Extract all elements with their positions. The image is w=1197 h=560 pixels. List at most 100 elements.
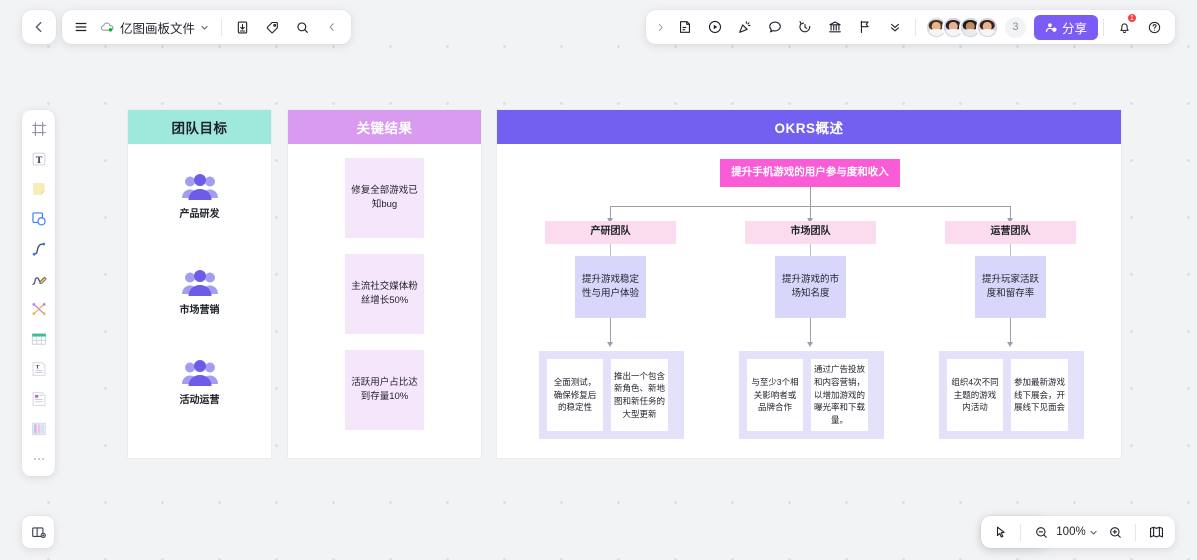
edge-team1-obj: [610, 244, 611, 256]
document-toolbar[interactable]: 亿图画板文件: [62, 10, 352, 44]
collaborator-overflow-count[interactable]: 3: [1004, 16, 1026, 38]
key-result-card[interactable]: 主流社交媒体粉丝增长50%: [345, 254, 424, 334]
hamburger-menu-icon: [75, 22, 87, 32]
presentation-button[interactable]: [700, 12, 730, 42]
toolbar-divider: [914, 18, 916, 36]
okr-leaf-group[interactable]: 全面测试，确保修复后的稳定性 推出一个包含新角色、新地图和新任务的大型更新: [539, 351, 684, 439]
text-tool-button[interactable]: T: [26, 146, 51, 171]
okr-objective-node[interactable]: 提升游戏的市场知名度: [775, 256, 846, 318]
download-icon: [237, 21, 247, 33]
okr-leaf[interactable]: 组织4次不同主题的游戏内活动: [947, 359, 1003, 431]
key-result-card[interactable]: 活跃用户占比达到存量10%: [345, 350, 424, 430]
collaboration-toolbar[interactable]: 3 分享 1: [645, 10, 1175, 44]
search-button[interactable]: [287, 12, 317, 42]
cloud-saved-icon: [101, 22, 114, 31]
team-label: 活动运营: [179, 395, 220, 406]
team-item[interactable]: 市场营销: [128, 268, 271, 316]
avatar[interactable]: [975, 15, 999, 39]
collaborator-avatars[interactable]: 3: [924, 15, 1028, 39]
chevron-left-icon: [329, 23, 334, 31]
avatar[interactable]: [958, 15, 982, 39]
celebrate-button[interactable]: [730, 12, 760, 42]
shape-tool-button[interactable]: [26, 206, 51, 231]
share-user-icon: [1045, 22, 1057, 32]
toolbar-divider: [1135, 523, 1136, 541]
timer-button[interactable]: [790, 12, 820, 42]
okr-leaf[interactable]: 推出一个包含新角色、新地图和新任务的大型更新: [611, 359, 668, 431]
arrow-team-2: [807, 218, 813, 223]
frame-tool-button[interactable]: [26, 116, 51, 141]
share-button[interactable]: 分享: [1033, 14, 1098, 40]
team-label: 市场营销: [179, 305, 220, 316]
okr-root-node[interactable]: 提升手机游戏的用户参与度和收入: [720, 159, 900, 187]
okr-team-node[interactable]: 市场团队: [745, 221, 876, 244]
team-label: 产品研发: [179, 209, 220, 220]
people-icon: [181, 270, 218, 296]
pen-tool-button[interactable]: [26, 266, 51, 291]
connector-icon: [31, 302, 46, 315]
search-icon: [296, 21, 308, 33]
sticky-note-tool-button[interactable]: [26, 176, 51, 201]
text-block-icon: T: [32, 361, 45, 376]
more-collab-button[interactable]: [880, 12, 910, 42]
pen-icon: [31, 276, 47, 285]
tool-rail[interactable]: T: [22, 110, 55, 476]
connector-tool-button[interactable]: [26, 296, 51, 321]
okr-team-node[interactable]: 产研团队: [545, 221, 676, 244]
zoom-level-label[interactable]: 100%: [1056, 526, 1086, 538]
chevron-down-icon: [1089, 530, 1097, 534]
team-item[interactable]: 产品研发: [128, 172, 271, 220]
okr-leaf[interactable]: 全面测试，确保修复后的稳定性: [547, 359, 603, 431]
text-block-tool-button[interactable]: T: [26, 356, 51, 381]
notifications-button[interactable]: 1: [1109, 12, 1139, 42]
vote-button[interactable]: [820, 12, 850, 42]
zoom-dropdown-button[interactable]: [1086, 517, 1100, 547]
table-tool-button[interactable]: [26, 326, 51, 351]
layout-panel-button[interactable]: [22, 516, 54, 548]
edge-obj1-leaves: [610, 318, 611, 345]
okr-leaf-group[interactable]: 组织4次不同主题的游戏内活动 参加最新游戏线下展会，开展线下见面会: [939, 351, 1084, 439]
expand-tools-button[interactable]: [652, 12, 670, 42]
download-button[interactable]: [227, 12, 257, 42]
key-result-card[interactable]: 修复全部游戏已知bug: [345, 158, 424, 238]
more-tools-button[interactable]: [26, 446, 51, 471]
card-tool-button[interactable]: [26, 386, 51, 411]
collapse-toolbar-button[interactable]: [317, 12, 347, 42]
select-cursor-button[interactable]: [985, 517, 1015, 547]
okr-leaf[interactable]: 通过广告投放和内容营销，以增加游戏的曝光率和下载量。: [811, 359, 868, 431]
team-item[interactable]: 活动运营: [128, 358, 271, 406]
okr-leaf[interactable]: 参加最新游戏线下展会，开展线下见面会: [1011, 359, 1068, 431]
arrow-team-1: [607, 218, 613, 223]
card-icon: [32, 391, 45, 406]
edge-to-team-3: [1010, 206, 1011, 221]
edge-to-team-2: [810, 206, 811, 221]
avatar[interactable]: [941, 15, 965, 39]
okr-objective-node[interactable]: 提升游戏稳定性与用户体验: [575, 256, 646, 318]
document-name-button[interactable]: 亿图画板文件: [96, 12, 216, 42]
okr-team-node[interactable]: 运营团队: [945, 221, 1076, 244]
vote-icon: [829, 21, 841, 33]
minimap-button[interactable]: [1141, 517, 1171, 547]
sticker-button[interactable]: [670, 12, 700, 42]
hamburger-menu-button[interactable]: [66, 12, 96, 42]
okr-leaf-group[interactable]: 与至少3个相关影响者或品牌合作 通过广告投放和内容营销，以增加游戏的曝光率和下载…: [739, 351, 884, 439]
cursor-flag-button[interactable]: [850, 12, 880, 42]
comment-button[interactable]: [760, 12, 790, 42]
okr-objective-node[interactable]: 提升玩家活跃度和留存率: [975, 256, 1046, 318]
column-okrs-overview[interactable]: OKRS概述 提升手机游戏的用户参与度和收入 产研团队 市场团队 运营团队 提升…: [497, 110, 1121, 458]
shapes-icon: [31, 211, 46, 226]
column-team-goals[interactable]: 团队目标 产品研发 市场营销: [128, 110, 271, 458]
help-button[interactable]: [1139, 12, 1169, 42]
tag-button[interactable]: [257, 12, 287, 42]
curve-tool-button[interactable]: [26, 236, 51, 261]
back-button[interactable]: [22, 10, 56, 44]
zoom-in-button[interactable]: [1100, 517, 1130, 547]
zoom-out-button[interactable]: [1026, 517, 1056, 547]
okr-leaf[interactable]: 与至少3个相关影响者或品牌合作: [747, 359, 803, 431]
celebrate-icon: [739, 21, 751, 33]
kanban-tool-button[interactable]: [26, 416, 51, 441]
column-key-results[interactable]: 关键结果 修复全部游戏已知bug 主流社交媒体粉丝增长50% 活跃用户占比达到存…: [288, 110, 481, 458]
svg-text:T: T: [35, 364, 39, 370]
zoom-toolbar[interactable]: 100%: [981, 516, 1175, 548]
